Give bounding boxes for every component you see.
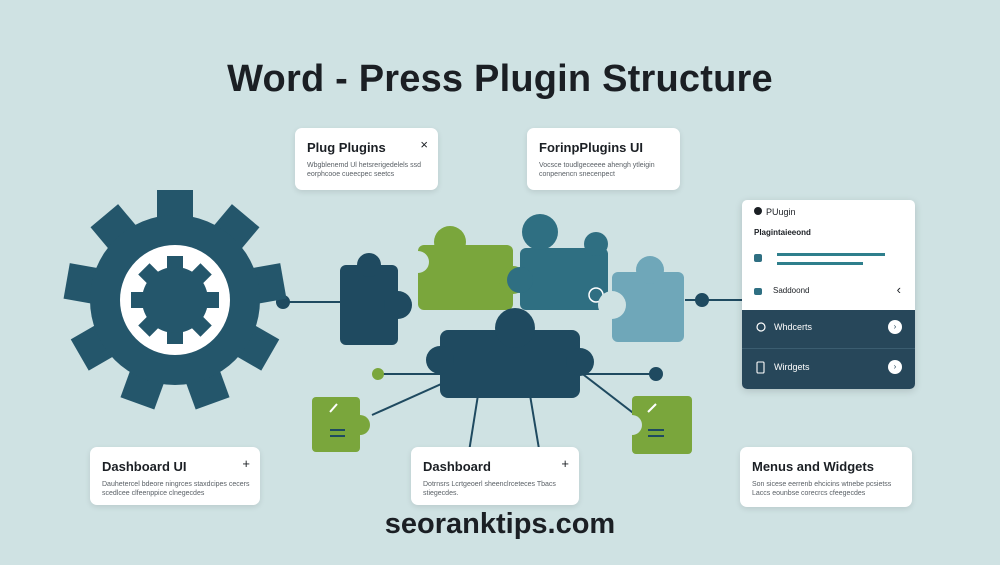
progress-line: [777, 253, 885, 256]
panel-dark-section: Whdcerts › Wirdgets ›: [742, 310, 915, 389]
card-title: Menus and Widgets: [752, 459, 874, 474]
puzzle-piece-green: [407, 226, 527, 310]
puzzle-piece-small-right: [622, 396, 692, 454]
card-dashboard-ui: Dashboard UI + Dauhetercel bdeore ningrc…: [90, 447, 260, 505]
panel-header: PUugin: [766, 207, 796, 217]
panel-subtitle: Plagintaieeond: [754, 228, 811, 237]
puzzle-piece-center: [426, 308, 594, 398]
divider: [742, 348, 915, 349]
card-dashboard: Dashboard + Dotrnsrs Lcrtgeoerl sheenclr…: [411, 447, 579, 505]
panel-row-label: Wirdgets: [774, 362, 810, 372]
page-title: Word - Press Plugin Structure: [227, 58, 773, 100]
puzzle-piece-navy: [340, 253, 412, 345]
gear-icon: [63, 190, 287, 410]
plugin-icon: [754, 207, 762, 215]
close-icon[interactable]: ×: [420, 137, 428, 152]
card-plug-plugins: Plug Plugins × Wbgblenemd Ul hetsreriged…: [295, 128, 438, 190]
phone-icon: [756, 361, 765, 376]
card-title: ForinpPlugins UI: [539, 140, 643, 155]
arrow-button[interactable]: ›: [888, 320, 902, 334]
progress-line: [777, 262, 863, 265]
plus-icon[interactable]: +: [242, 456, 250, 471]
footer-site-name: seoranktips.com: [384, 508, 616, 540]
plugin-panel: PUugin Plagintaieeond Saddoond ‹ Whdcert…: [742, 200, 915, 389]
card-forinp-plugins-ui: ForinpPlugins UI Vocsce toudlgeceeee ahe…: [527, 128, 680, 190]
card-title: Dashboard: [423, 459, 491, 474]
panel-row-label: Whdcerts: [774, 322, 813, 332]
panel-row-widgets[interactable]: Whdcerts ›: [742, 310, 915, 348]
card-title: Dashboard UI: [102, 459, 187, 474]
connector-down-right: [529, 394, 541, 456]
plus-icon[interactable]: +: [561, 456, 569, 471]
dashboard-icon: [754, 288, 762, 295]
chevron-left-icon[interactable]: ‹: [896, 282, 901, 297]
refresh-icon: [756, 321, 766, 335]
connector-node: [695, 293, 709, 307]
puzzle-piece-small-left: [312, 397, 370, 452]
panel-dashboard-item[interactable]: Saddoond: [773, 286, 810, 295]
card-body: Son sicese eerrenb ehcicins wtnebe pcsie…: [752, 481, 892, 497]
card-body: Dotrnsrs Lcrtgeoerl sheenclrceteces Tbac…: [423, 481, 556, 497]
card-menus-and-widgets: Menus and Widgets Son sicese eerrenb ehc…: [740, 447, 912, 507]
card-title: Plug Plugins: [307, 140, 386, 155]
puzzle-piece-teal: [507, 214, 608, 310]
arrow-button[interactable]: ›: [888, 360, 902, 374]
connector-node: [372, 368, 384, 380]
card-body: Vocsce toudlgeceeee ahengh ytleigin conp…: [539, 162, 655, 178]
panel-row-widgets-2[interactable]: Wirdgets ›: [742, 350, 915, 388]
leaf-icon: [754, 254, 762, 262]
card-body: Wbgblenemd Ul hetsrerigedelels ssd eorph…: [307, 162, 421, 178]
puzzle-piece-light-blue: [598, 256, 684, 342]
card-body: Dauhetercel bdeore ningrces staxdcipes c…: [102, 481, 250, 497]
connector-node: [649, 367, 663, 381]
